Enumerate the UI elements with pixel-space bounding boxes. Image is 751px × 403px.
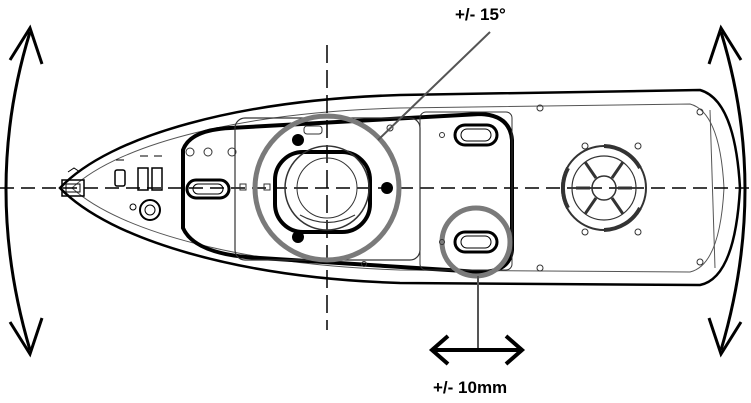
network-port-icon <box>61 167 85 197</box>
rotate-arrow-right-bottom-head <box>707 317 743 358</box>
left-slot-inner <box>192 183 224 195</box>
slide-tolerance-label: +/- 10mm <box>433 378 508 397</box>
horizontal-double-arrow-icon <box>428 334 526 366</box>
bracket-secondary-plate <box>419 111 513 271</box>
top-right-slot <box>453 123 499 147</box>
rotate-arrow-right-icon <box>719 31 747 351</box>
top-right-slot-inner <box>460 128 492 142</box>
bottom-right-slot <box>453 230 499 254</box>
round-connector <box>129 199 161 221</box>
center-mount-frame <box>273 150 372 234</box>
center-mount-arc <box>299 214 356 224</box>
rotate-arrow-left-top-head <box>8 24 44 65</box>
rotate-arrow-left-icon <box>4 31 32 351</box>
screw-bottom <box>292 231 304 243</box>
housing-screws <box>361 104 704 272</box>
screw-right <box>381 182 393 194</box>
slot-highlight-ring <box>439 205 513 279</box>
rotate-arrow-left-bottom-head <box>8 317 44 358</box>
bottom-right-slot-inner <box>460 235 492 249</box>
rotate-arrow-right-top-head <box>707 24 743 65</box>
housing-end-line <box>709 109 716 269</box>
status-indicators <box>185 147 271 191</box>
screw-top-cap <box>303 125 323 135</box>
rotation-highlight-ring <box>252 113 402 263</box>
screw-top <box>292 134 304 146</box>
center-mount-ring <box>284 145 370 231</box>
fan-grille-icon <box>560 144 647 232</box>
usb-icon <box>114 155 163 191</box>
rotation-tolerance-label: +/- 15° <box>455 5 506 24</box>
mounting-bracket-plate <box>181 111 514 275</box>
rotation-leader-line <box>377 31 491 141</box>
left-slot <box>185 178 231 200</box>
center-mount-hub <box>296 157 358 219</box>
